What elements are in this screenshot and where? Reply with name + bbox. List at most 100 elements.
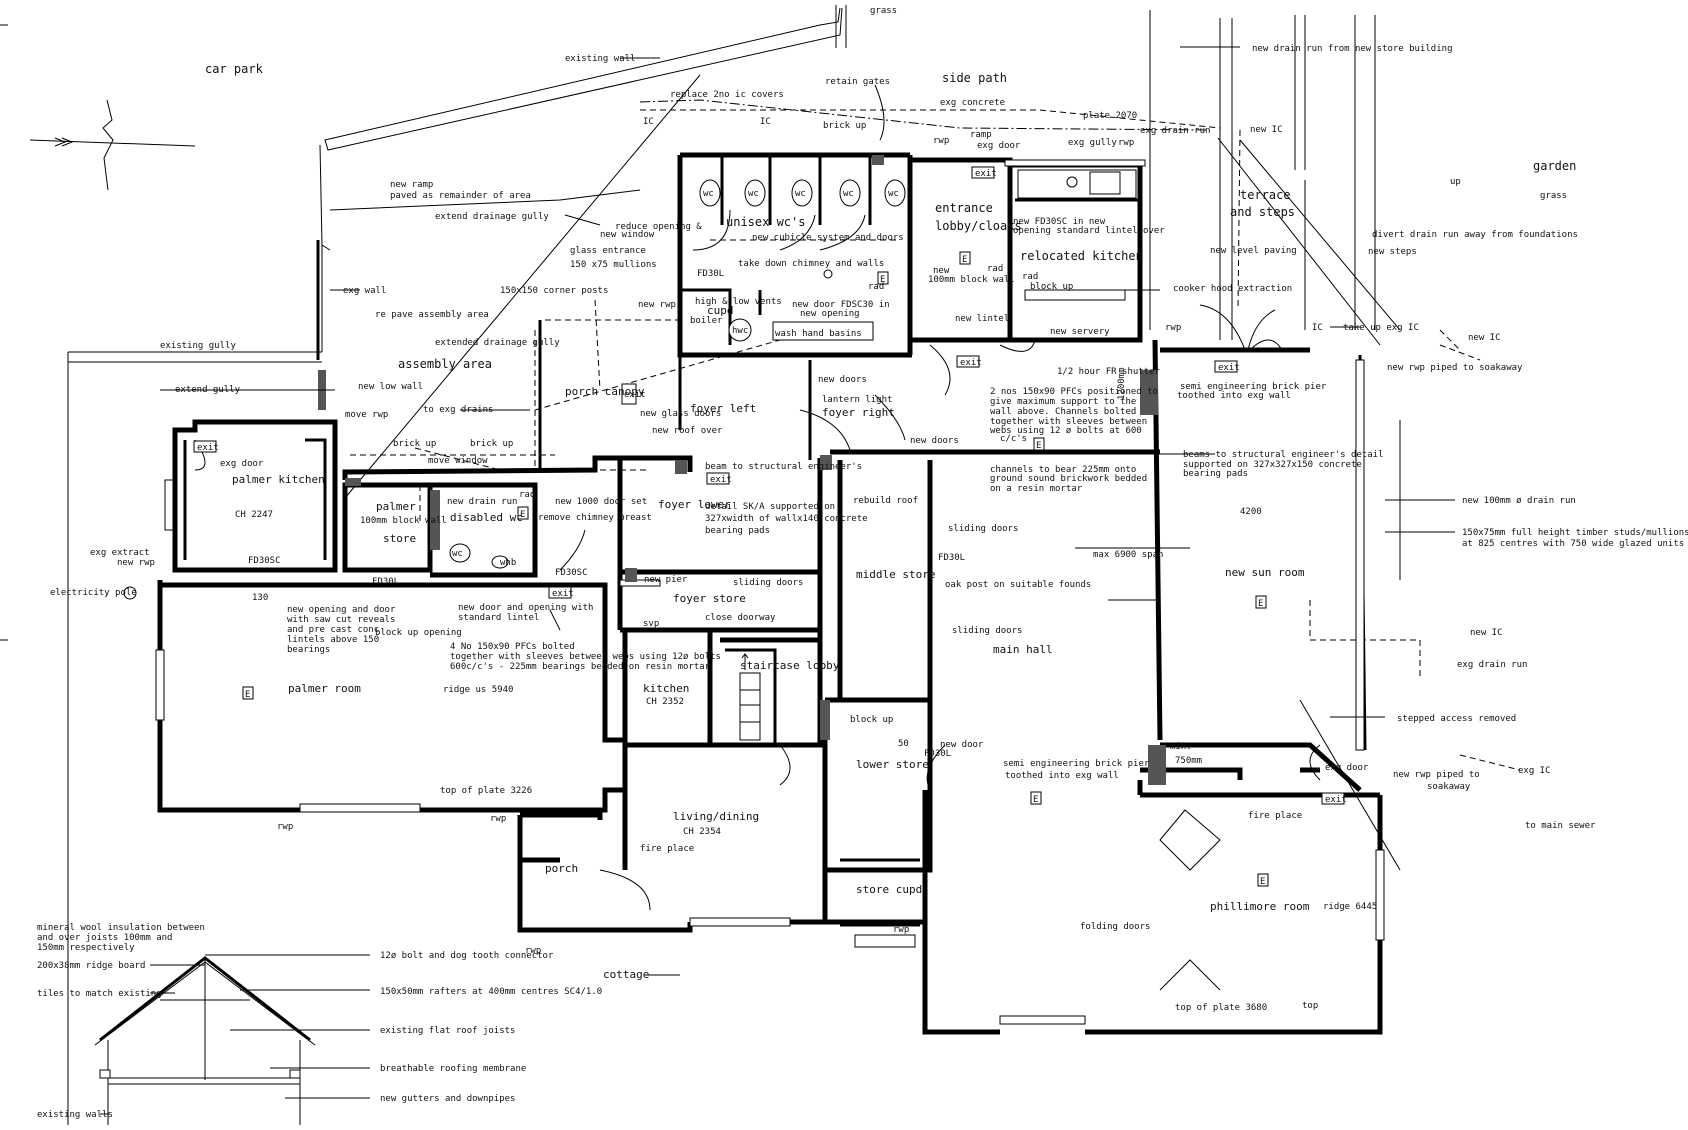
note-ch-2352: CH 2352 (646, 697, 684, 707)
note-palmer-room: palmer room (288, 682, 361, 695)
note-grass-right: grass (1540, 191, 1567, 201)
note-sliding-doors-2: sliding doors (733, 578, 803, 588)
hot-water-cylinder-icon (728, 318, 752, 342)
note-plate-2070: plate 2070 (1083, 111, 1137, 121)
note-1200mm: 1200mm (1117, 367, 1127, 400)
note-brick-up-2: brick up (393, 439, 436, 449)
emergency-light-icon: E (245, 690, 250, 700)
kitchen-counters (739, 169, 1137, 948)
note-new-ic-2: new IC (1468, 333, 1501, 343)
note-staircase-lobby: staircase lobby (740, 659, 840, 672)
note-rwp-2: rwp (1118, 138, 1134, 148)
note-new-door-set: new 1000 door set (555, 497, 647, 507)
note-new-door-opening-1: new door and opening with (458, 603, 593, 613)
note-and-steps: and steps (1230, 205, 1295, 219)
note-new-lintel: new lintel (955, 314, 1009, 324)
note-foyer-lower: foyer lower (658, 498, 731, 511)
note-exg-door-3: exg door (1325, 763, 1369, 773)
note-rwp-6: rwp (525, 946, 541, 956)
note-rwp-1: rwp (933, 136, 949, 146)
note-beam-1: beam to structural engineer's (705, 462, 862, 472)
note-mineral-2: and over joists 100mm and (37, 933, 172, 943)
note-lower-store: lower store (856, 758, 929, 771)
north-arrow-icon (29, 99, 196, 191)
note-pfc-b2: together with sleeves between webs using… (450, 652, 721, 662)
note-exg-concrete: exg concrete (940, 98, 1005, 108)
note-to-exg-drains: to exg drains (423, 405, 493, 415)
staircase-icon (739, 672, 761, 741)
note-channels-3: on a resin mortar (990, 484, 1083, 494)
leader-lines (160, 46, 1455, 976)
note-new-door-opening-2: standard lintel (458, 613, 539, 623)
note-lobby-cloaks: lobby/cloaks (935, 219, 1022, 233)
note-store: store (383, 532, 416, 545)
note-kitchen: kitchen (643, 682, 689, 695)
note-fire-place-1: fire place (1248, 811, 1302, 821)
emergency-light-icon: E (1260, 877, 1265, 887)
note-stepped-access: stepped access removed (1397, 714, 1516, 724)
note-channels-1: channels to bear 225mm onto (990, 465, 1136, 475)
note-rad-4: rad (519, 490, 535, 500)
note-folding-doors: folding doors (1080, 922, 1150, 932)
emergency-light-icon: E (1036, 441, 1041, 451)
note-rad-1: rad (868, 282, 884, 292)
toilet-icon (791, 179, 813, 207)
note-rad-2: rad (987, 264, 1003, 274)
note-lantern-light: lantern light (822, 395, 892, 405)
note-new-glass-doors: new glass doors (640, 409, 721, 419)
note-new-100-drain: new 100mm ø drain run (1462, 496, 1576, 506)
note-existing-wall: existing wall (565, 54, 635, 64)
note-take-down: take down chimney and walls (738, 259, 884, 269)
note-pfc-4: together with sleeves between (990, 417, 1147, 427)
note-replace-ic: replace 2no ic covers (670, 90, 784, 100)
note-wc: wc (452, 549, 463, 559)
note-130: 130 (252, 593, 268, 603)
note-rebuild-roof: rebuild roof (853, 496, 918, 506)
note-ridge-board: 200x38mm ridge board (37, 961, 145, 971)
note-new-fd30sc: new FD30SC in new (1013, 217, 1106, 227)
note-extend-drainage: extend drainage gully (435, 212, 549, 222)
note-new-servery: new servery (1050, 327, 1110, 337)
note-flat-roof: existing flat roof joists (380, 1026, 515, 1036)
note-new-pier: new pier (644, 575, 688, 585)
note-fd30l-2: FD30L (372, 577, 399, 587)
toilet-icon (699, 179, 721, 207)
note-exg-drain-run-2: exg drain run (1457, 660, 1527, 670)
note-pfc-1: 2 nos 150x90 PFCs positioned to (990, 387, 1158, 397)
note-max-span: max 6900 span (1093, 550, 1163, 560)
note-rwp-5: rwp (490, 814, 506, 824)
note-new-opening-5: bearings (287, 645, 330, 655)
note-main-hall: main hall (993, 643, 1053, 656)
note-rwp-7: rwp (893, 925, 909, 935)
note-brick-up-1: brick up (823, 121, 866, 131)
note-ch-2354: CH 2354 (683, 827, 721, 837)
note-top-plate-3680: top of plate 3680 (1175, 1003, 1267, 1013)
note-toothed-2: toothed into exg wall (1005, 771, 1119, 781)
note-exg-door: exg door (977, 141, 1021, 151)
note-fd30l-3: FD30L (924, 749, 951, 759)
note-new-cubicle: new cubicle system and doors (752, 233, 904, 243)
wc-cubicles: wc wc wc wc wc (123, 179, 906, 600)
note-fd30l-1: FD30L (938, 553, 965, 563)
toilet-icon (449, 543, 471, 563)
note-brick-up-3: brick up (470, 439, 513, 449)
windows (155, 159, 1385, 1025)
exit-signs: exit exit exit exit exit exit exit exit (193, 166, 1347, 805)
note-new-steps: new steps (1368, 247, 1417, 257)
note-ch-2247: CH 2247 (235, 510, 273, 520)
note-membrane: breathable roofing membrane (380, 1064, 526, 1074)
note-pfc-2: give maximum support to the (990, 397, 1136, 407)
note-foyer-right: foyer right (822, 406, 895, 419)
note-palmer: palmer (376, 500, 416, 513)
note-store-cupd: store cupd (856, 883, 922, 896)
basin-icon (491, 555, 509, 569)
note-close-doorway: close doorway (705, 613, 776, 623)
note-sliding-doors-3: sliding doors (952, 626, 1022, 636)
note-pfc-3: wall above. Channels bolted (990, 407, 1136, 417)
note-porch: porch (545, 862, 578, 875)
wash-basins (772, 321, 874, 341)
note-new-opening: new opening (800, 309, 860, 319)
note-new-block-wall-a: new (933, 266, 950, 276)
note-new-opening-2: with saw cut reveals (287, 615, 395, 625)
exit-label: exit (1218, 363, 1240, 373)
